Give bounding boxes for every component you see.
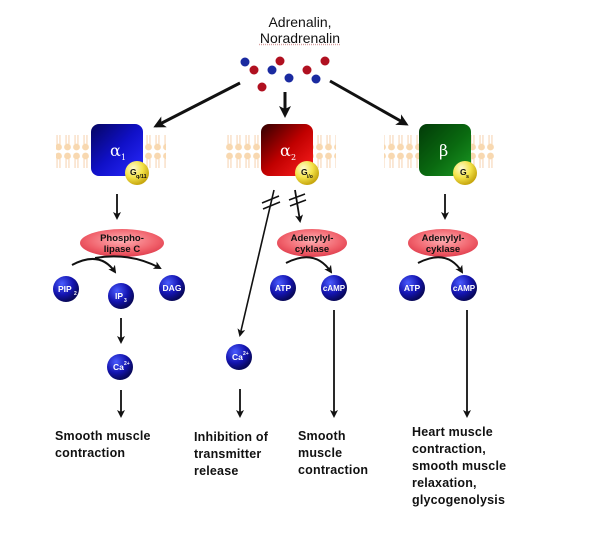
g-protein-alpha1-subscript: q/11: [136, 174, 147, 180]
receptor-alpha1: α 1 G q/11: [91, 124, 149, 185]
molecule-pip2-label: PIP: [58, 284, 72, 294]
inhibition-mark-ca: [261, 195, 281, 210]
molecule-dag: DAG: [159, 275, 185, 301]
enzyme-plc-line1: Phospho-: [100, 233, 144, 244]
outcome-alpha1-line: Smooth muscle: [55, 429, 151, 443]
arrow-alpha2-to-ca: [237, 189, 275, 337]
molecule-atp-beta: ATP: [399, 275, 425, 301]
receptor-alpha1-symbol: α: [110, 141, 121, 160]
outcome-beta-line: contraction,: [412, 442, 486, 456]
molecule-atp-alpha2-label: ATP: [275, 283, 292, 293]
g-protein-alpha1: G: [130, 167, 137, 177]
outcome-alpha2-camp-line: muscle: [298, 446, 343, 460]
enzyme-phospholipase-c: Phospho- lipase C: [80, 229, 164, 257]
receptor-alpha2-subscript: 2: [291, 153, 296, 162]
enzyme-adenylyl-cyclase-alpha2: Adenylyl- cyklase: [277, 229, 347, 257]
outcome-beta-line: relaxation,: [412, 476, 477, 490]
g-protein-beta-subscript: s: [466, 174, 469, 180]
enzyme-ac2-line1: Adenylyl-: [291, 233, 334, 244]
arrow-alpha2-to-ac: [294, 189, 303, 223]
molecule-ca-alpha2: Ca 2+: [226, 344, 252, 370]
outcome-beta-line: Heart muscle: [412, 425, 493, 439]
g-protein-alpha2: G: [301, 167, 308, 177]
noradrenalin-dot: [267, 65, 277, 75]
adrenalin-dot: [249, 65, 259, 75]
ligand-title-line1: Adrenalin,: [268, 14, 332, 30]
molecule-ca-alpha1: Ca 2+: [107, 354, 133, 380]
outcome-alpha2-camp: Smooth muscle contraction: [298, 428, 368, 479]
noradrenalin-dot: [311, 74, 321, 84]
outcome-alpha2-ca-line: transmitter: [194, 447, 262, 461]
inhibition-mark-ac: [288, 193, 307, 207]
reaction-arrow-atp-to-camp-alpha2: [285, 256, 333, 274]
receptor-alpha1-subscript: 1: [121, 153, 126, 162]
molecule-ca-alpha1-sup: 2+: [124, 361, 130, 367]
molecule-ca-alpha1-label: Ca: [113, 362, 124, 372]
reaction-arrow-atp-to-camp-beta: [417, 256, 464, 274]
reaction-arrow-pip2-to-dag: [94, 255, 162, 269]
molecule-ip3-sub: 3: [124, 298, 127, 304]
ligand-molecules: [240, 56, 330, 92]
adrenalin-dot: [275, 56, 285, 66]
adrenalin-dot: [257, 82, 267, 92]
molecule-camp-beta-label: cAMP: [453, 284, 476, 293]
receptor-alpha2-symbol: α: [280, 141, 291, 160]
molecule-pip2: PIP 2: [53, 276, 79, 302]
arrow-to-beta: [329, 79, 409, 126]
arrow-to-alpha1: [153, 81, 241, 128]
molecule-ip3-label: IP: [115, 291, 123, 301]
noradrenalin-dot: [240, 57, 250, 67]
molecule-pip2-sub: 2: [74, 291, 77, 297]
molecule-camp-beta: cAMP: [451, 275, 477, 301]
molecule-ca-alpha2-label: Ca: [232, 352, 243, 362]
adrenalin-dot: [302, 65, 312, 75]
reaction-arrow-pip2-to-ip3: [71, 257, 117, 274]
receptor-beta: β G s: [419, 124, 477, 185]
outcome-beta-line: glycogenolysis: [412, 493, 506, 507]
outcome-alpha2-ca-line: release: [194, 464, 239, 478]
outcome-beta: Heart muscle contraction, smooth muscle …: [412, 424, 506, 509]
enzyme-plc-line2: lipase C: [104, 244, 141, 255]
adrenalin-dot: [320, 56, 330, 66]
enzyme-acb-line1: Adenylyl-: [422, 233, 465, 244]
outcome-alpha2-camp-line: Smooth: [298, 429, 346, 443]
noradrenalin-dot: [284, 73, 294, 83]
receptor-beta-symbol: β: [439, 141, 448, 160]
outcome-beta-line: smooth muscle: [412, 459, 507, 473]
enzyme-acb-line2: cyklase: [426, 244, 460, 255]
molecule-camp-alpha2-label: cAMP: [323, 284, 346, 293]
ligand-title-line2: Noradrenalin: [259, 30, 341, 46]
molecule-camp-alpha2: cAMP: [321, 275, 347, 301]
outcome-alpha2-camp-line: contraction: [298, 463, 369, 477]
outcome-alpha2-ca-line: Inhibition of: [194, 430, 269, 444]
outcome-alpha1: Smooth muscle contraction: [55, 428, 151, 462]
molecule-ip3: IP 3: [108, 283, 134, 309]
outcome-alpha1-line: contraction: [55, 446, 126, 460]
molecule-ca-alpha2-sup: 2+: [243, 351, 249, 357]
molecule-dag-label: DAG: [163, 283, 182, 293]
enzyme-ac2-line2: cyklase: [295, 244, 329, 255]
outcome-alpha2-ca: Inhibition of transmitter release: [194, 429, 268, 480]
molecule-atp-beta-label: ATP: [404, 283, 421, 293]
receptor-alpha2: α 2 G i/o: [261, 124, 319, 185]
g-protein-alpha2-subscript: i/o: [307, 174, 313, 180]
g-protein-beta: G: [460, 167, 467, 177]
molecule-atp-alpha2: ATP: [270, 275, 296, 301]
enzyme-adenylyl-cyclase-beta: Adenylyl- cyklase: [408, 229, 478, 257]
